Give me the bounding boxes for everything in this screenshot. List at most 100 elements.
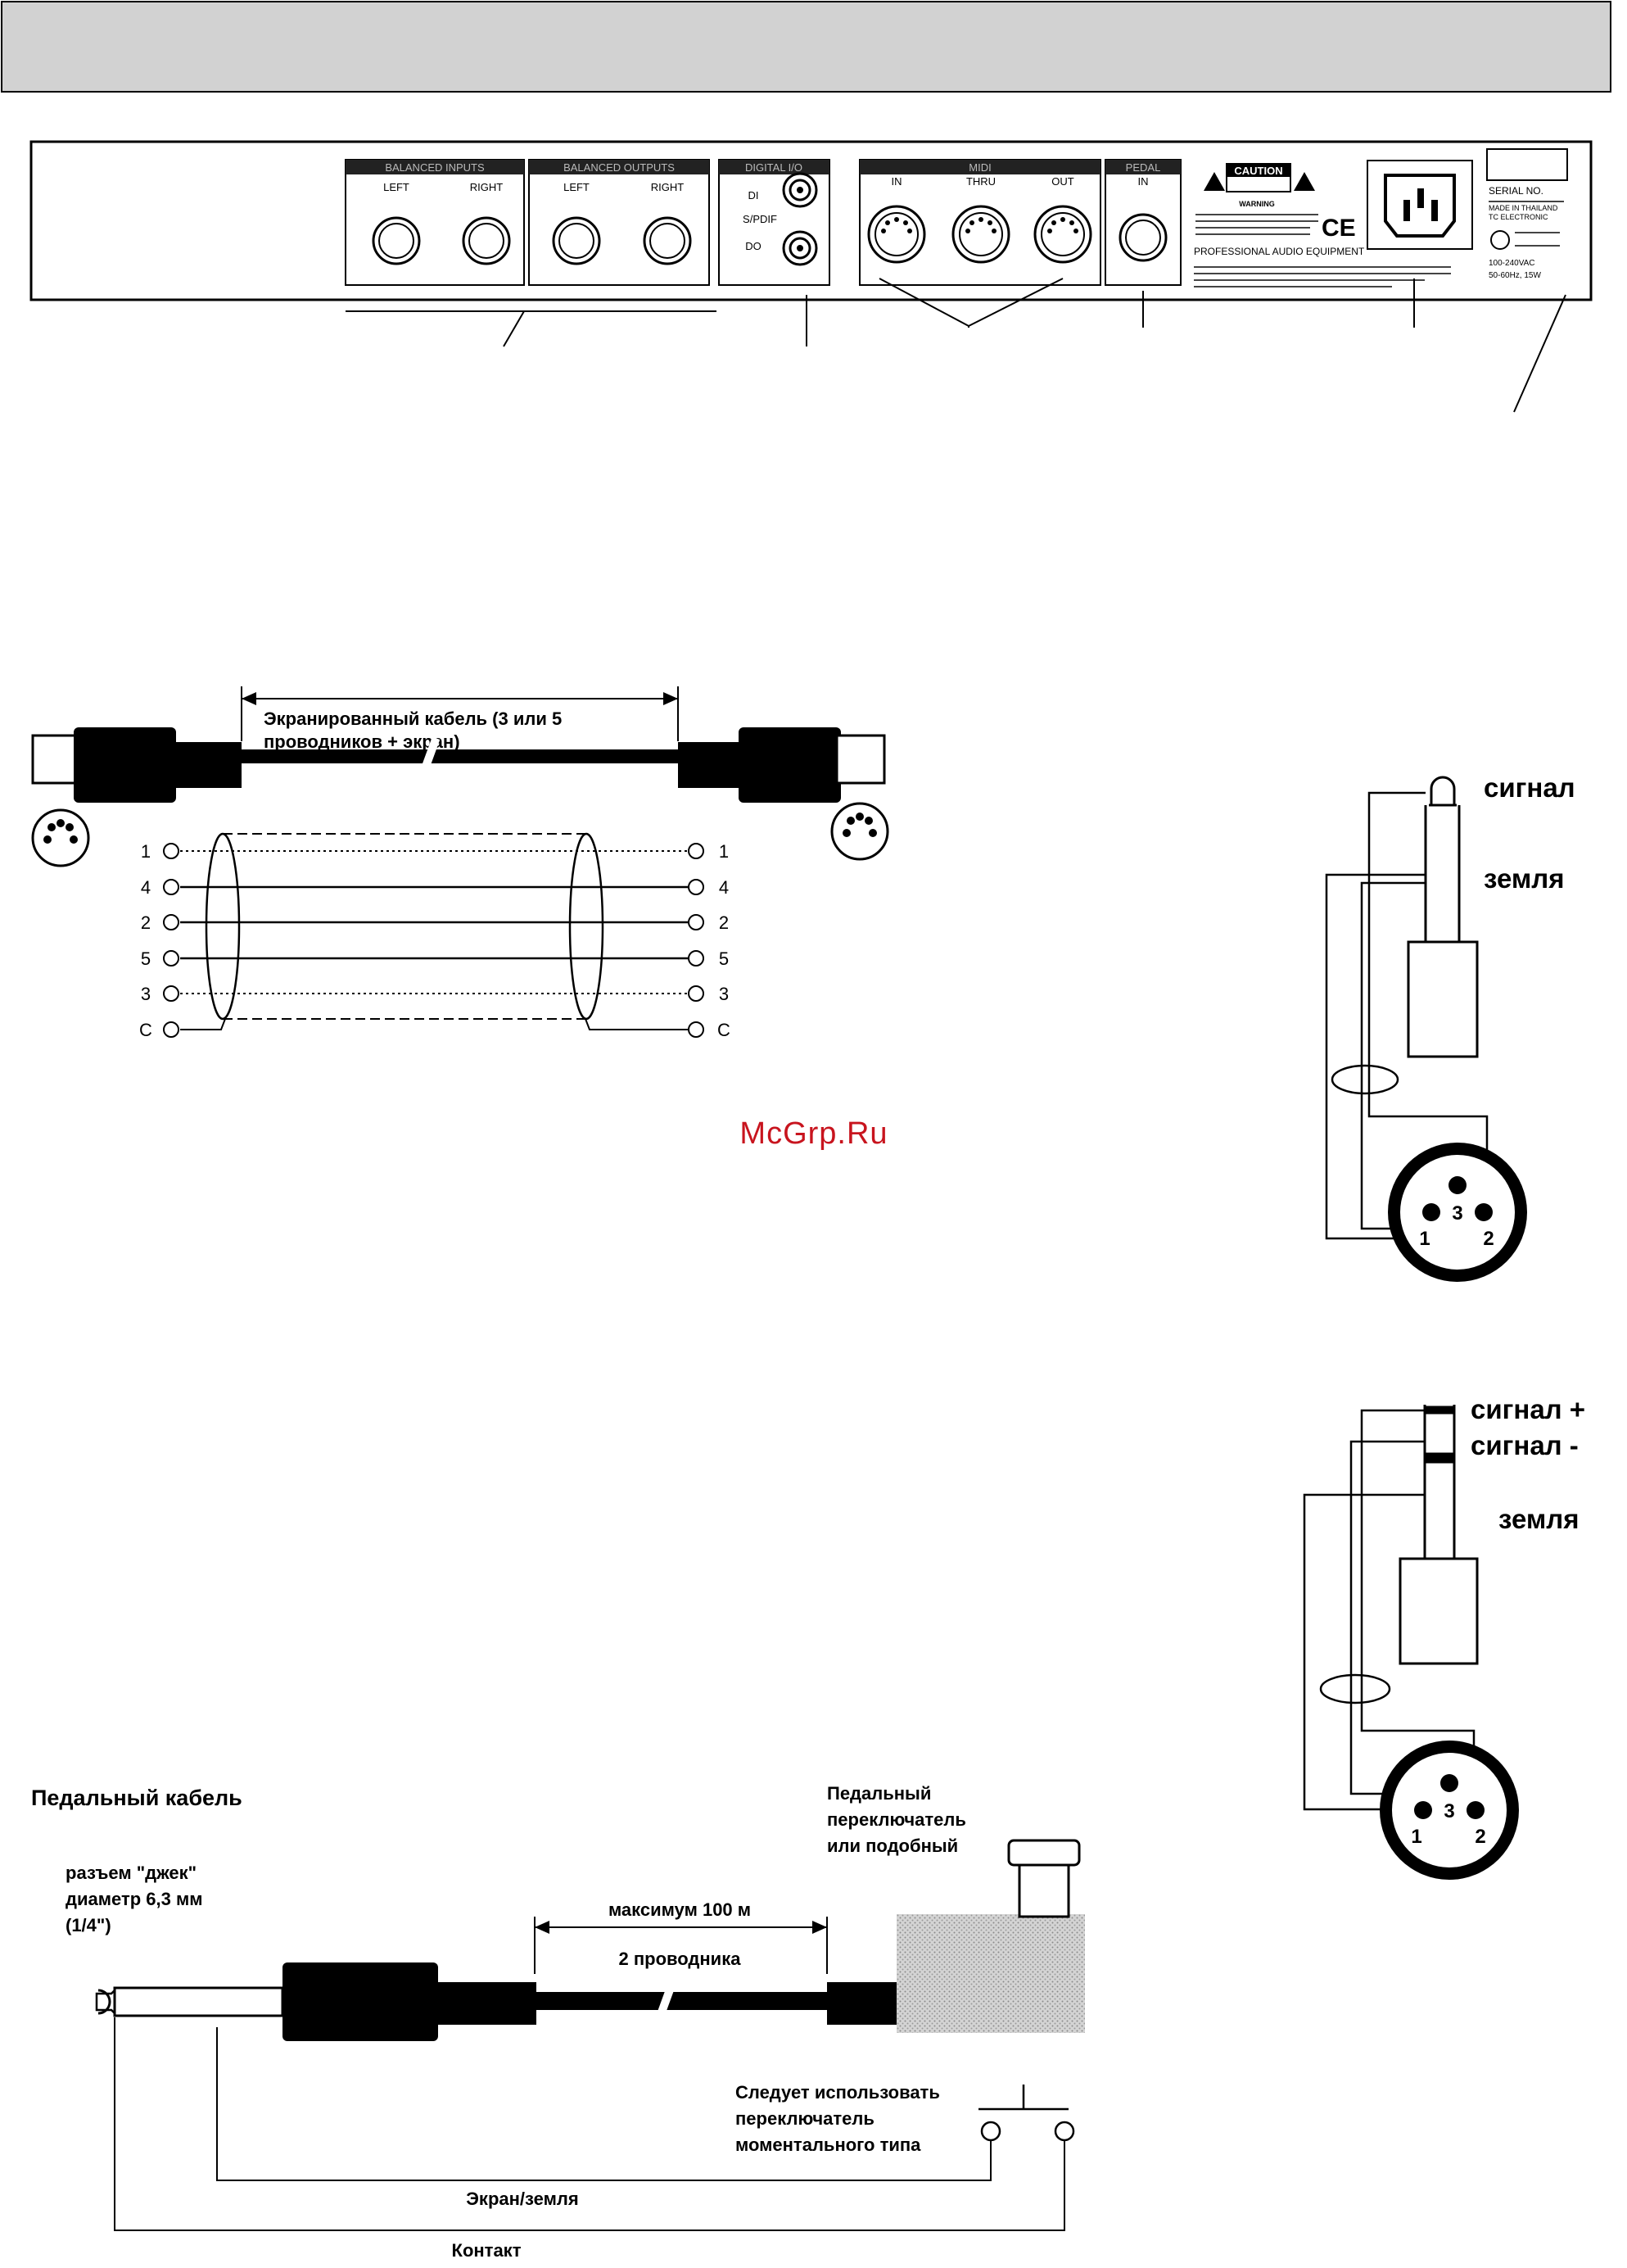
input-left-jack [372,216,421,265]
digital-do-label: DO [745,240,762,252]
pedal-jack-plug [95,1962,536,2041]
power-label: 50-60Hz, 15W [1489,271,1541,280]
midi-group: MIDI IN THRU OUT [859,159,1101,286]
midi-thru-socket [951,205,1010,264]
midi-out-socket [1033,205,1092,264]
balanced-outputs-title: BALANCED OUTPUTS [563,161,675,174]
jack-desc-1: разъем "джек" [66,1863,197,1883]
certification-mark-icon [1490,230,1510,250]
xlr-balanced-diagram: сигнал + сигнал - земля 3 1 2 [1303,1394,1585,1880]
right-pin-label: 5 [719,948,729,969]
voltage-label: 100-240VAC [1489,259,1535,268]
digital-in-rca [782,172,818,208]
midi-in-label: IN [892,175,902,188]
switch-desc-2: переключатель [827,1809,966,1830]
right-pin-label: 1 [719,841,729,862]
contact-label: Контакт [452,2240,522,2261]
balanced-outputs-right-label: RIGHT [651,181,685,193]
pedal-wiring [114,2017,1065,2231]
midi-thru-label: THRU [966,175,996,188]
output-left-jack [552,216,601,265]
warning-title: WARNING [1239,200,1275,208]
midi-cable-label-2: проводников + экран) [264,731,460,752]
right-pin-label: C [717,1020,730,1040]
pedal-cable-diagram: Педальный кабель разъем "джек" диаметр 6… [31,1783,1085,2261]
balanced-inputs-title: BALANCED INPUTS [385,161,485,174]
input-right-jack [462,216,511,265]
power-inlet [1367,160,1473,250]
digital-io-title: DIGITAL I/O [745,161,802,174]
momentary-desc-1: Следует использовать [735,2082,940,2103]
conductors-label: 2 проводника [619,1949,742,1969]
momentary-switch-icon [978,2085,1075,2142]
ground-label: земля [1484,863,1565,894]
midi-cable-diagram: Экранированный кабель (3 или 5 проводник… [31,686,889,1040]
signal-label: сигнал [1484,772,1575,803]
din-plug-right-icon [830,802,889,861]
midi-right-pins: 1 4 2 5 3 C [688,841,730,1040]
digital-di-label: DI [748,189,759,201]
digital-io-group: DIGITAL I/O DI S/PDIF DO [718,159,830,286]
serial-box [1486,148,1568,181]
left-pin-label: C [139,1020,152,1040]
warning-triangle-icon [1294,172,1315,191]
pedal-cable-title: Педальный кабель [31,1786,242,1810]
serial-info: SERIAL NO. MADE IN THAILAND TC ELECTRONI… [1486,148,1568,280]
midi-out-label: OUT [1051,175,1074,188]
pro-audio-label: PROFESSIONAL AUDIO EQUIPMENT [1194,246,1365,257]
ground-label: земля [1498,1504,1580,1534]
shield-ground-label: Экран/земля [466,2189,578,2209]
pedal-title: PEDAL [1126,161,1161,174]
pedal-cable-body [532,1992,827,2010]
header-bar [1,1,1611,93]
balanced-inputs-left-label: LEFT [383,181,409,193]
pedal-group: PEDAL IN [1105,159,1182,286]
max-length-label: максимум 100 м [608,1899,751,1920]
made-in-label: MADE IN THAILAND [1489,204,1558,212]
xlr-connector-icon: 3 1 2 [1380,1741,1519,1880]
left-pin-label: 3 [141,984,151,1004]
balanced-inputs-right-label: RIGHT [470,181,504,193]
left-pin-label: 5 [141,948,151,969]
warning-triangle-icon [1204,172,1225,191]
din-plug-left-icon [31,808,90,867]
pedal-jack [1119,213,1168,262]
digital-spdif-label: S/PDIF [743,213,777,225]
balanced-outputs-group: BALANCED OUTPUTS LEFT RIGHT [528,159,710,286]
left-pin-label: 1 [141,841,151,862]
switch-desc-3: или подобный [827,1836,958,1856]
balanced-inputs-group: BALANCED INPUTS LEFT RIGHT [345,159,525,286]
digital-out-rca [782,230,818,266]
balanced-outputs-left-label: LEFT [563,181,590,193]
callout-lines [346,278,1566,413]
midi-cable-body [31,727,886,803]
midi-left-pins: 1 4 2 5 3 C [139,841,179,1040]
watermark: McGrp.Ru [739,1116,888,1151]
xlr-pin-2: 2 [1483,1228,1494,1250]
caution-label: CAUTION WARNING CE PROFESSIONAL AUDIO EQ… [1194,163,1451,287]
midi-wires [180,832,688,1030]
right-pin-label: 3 [719,984,729,1004]
output-right-jack [643,216,692,265]
xlr-pin-3: 3 [1452,1202,1462,1225]
serial-no-label: SERIAL NO. [1489,185,1543,197]
pedal-in-label: IN [1138,175,1149,188]
right-pin-label: 4 [719,877,729,898]
xlr-connector-icon: 3 1 2 [1388,1143,1527,1282]
momentary-desc-2: переключатель [735,2108,875,2129]
xlr-pin-3: 3 [1444,1800,1454,1822]
left-pin-label: 4 [141,877,151,898]
jack-desc-2: диаметр 6,3 мм [66,1889,203,1909]
midi-title: MIDI [969,161,991,174]
ce-mark: CE [1322,215,1356,242]
xlr-pin-2: 2 [1475,1826,1485,1848]
signal-minus-label: сигнал - [1471,1430,1579,1460]
brand-label: TC ELECTRONIC [1489,213,1548,221]
jack-desc-3: (1/4") [66,1915,111,1935]
midi-cable-label-1: Экранированный кабель (3 или 5 [264,708,562,729]
rear-panel: BALANCED INPUTS LEFT RIGHT BALANCED OUTP… [29,140,1593,413]
signal-plus-label: сигнал + [1471,1394,1585,1424]
pedal-switch-icon [897,1839,1085,2033]
midi-in-socket [867,205,926,264]
